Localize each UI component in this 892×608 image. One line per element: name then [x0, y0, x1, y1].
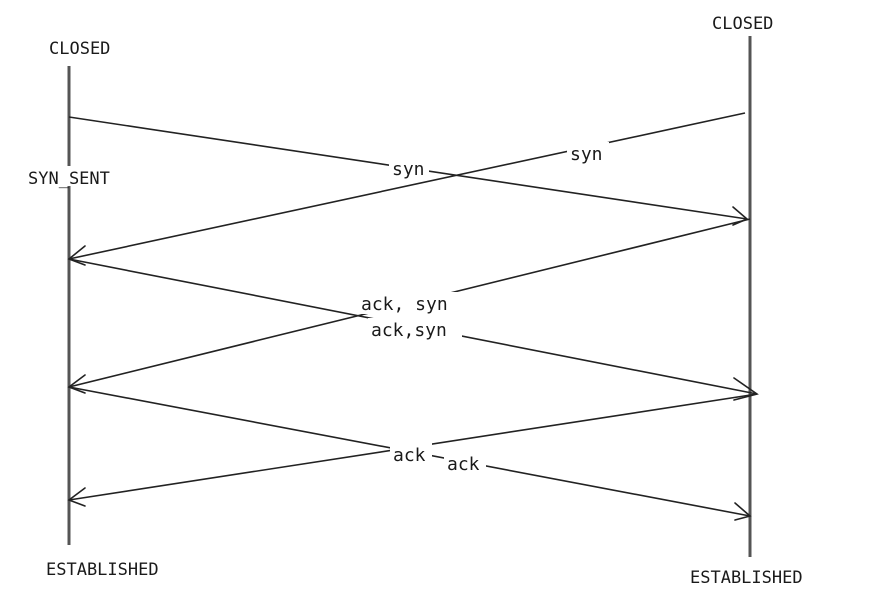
ack-label-left-to-right: ack	[447, 454, 480, 475]
syn-right-to-left-line	[68, 112, 746, 260]
right-state-established: ESTABLISHED	[690, 568, 803, 588]
left-state-established: ESTABLISHED	[46, 560, 159, 580]
ack-syn-label-right-to-left: ack, syn	[361, 294, 448, 315]
ack-label-right-to-left: ack	[393, 445, 426, 466]
ack-syn-label-left-to-right: ack,syn	[371, 320, 447, 341]
left-state-closed: CLOSED	[49, 39, 110, 59]
left-state-syn-sent: SYN_SENT	[28, 169, 110, 189]
right-state-closed: CLOSED	[712, 14, 773, 34]
syn-label-left-to-right: syn	[392, 159, 425, 180]
arrowhead-right-ack	[734, 502, 752, 521]
syn-label-right-to-left: syn	[570, 144, 603, 165]
arrowhead-left-ack	[67, 487, 86, 507]
